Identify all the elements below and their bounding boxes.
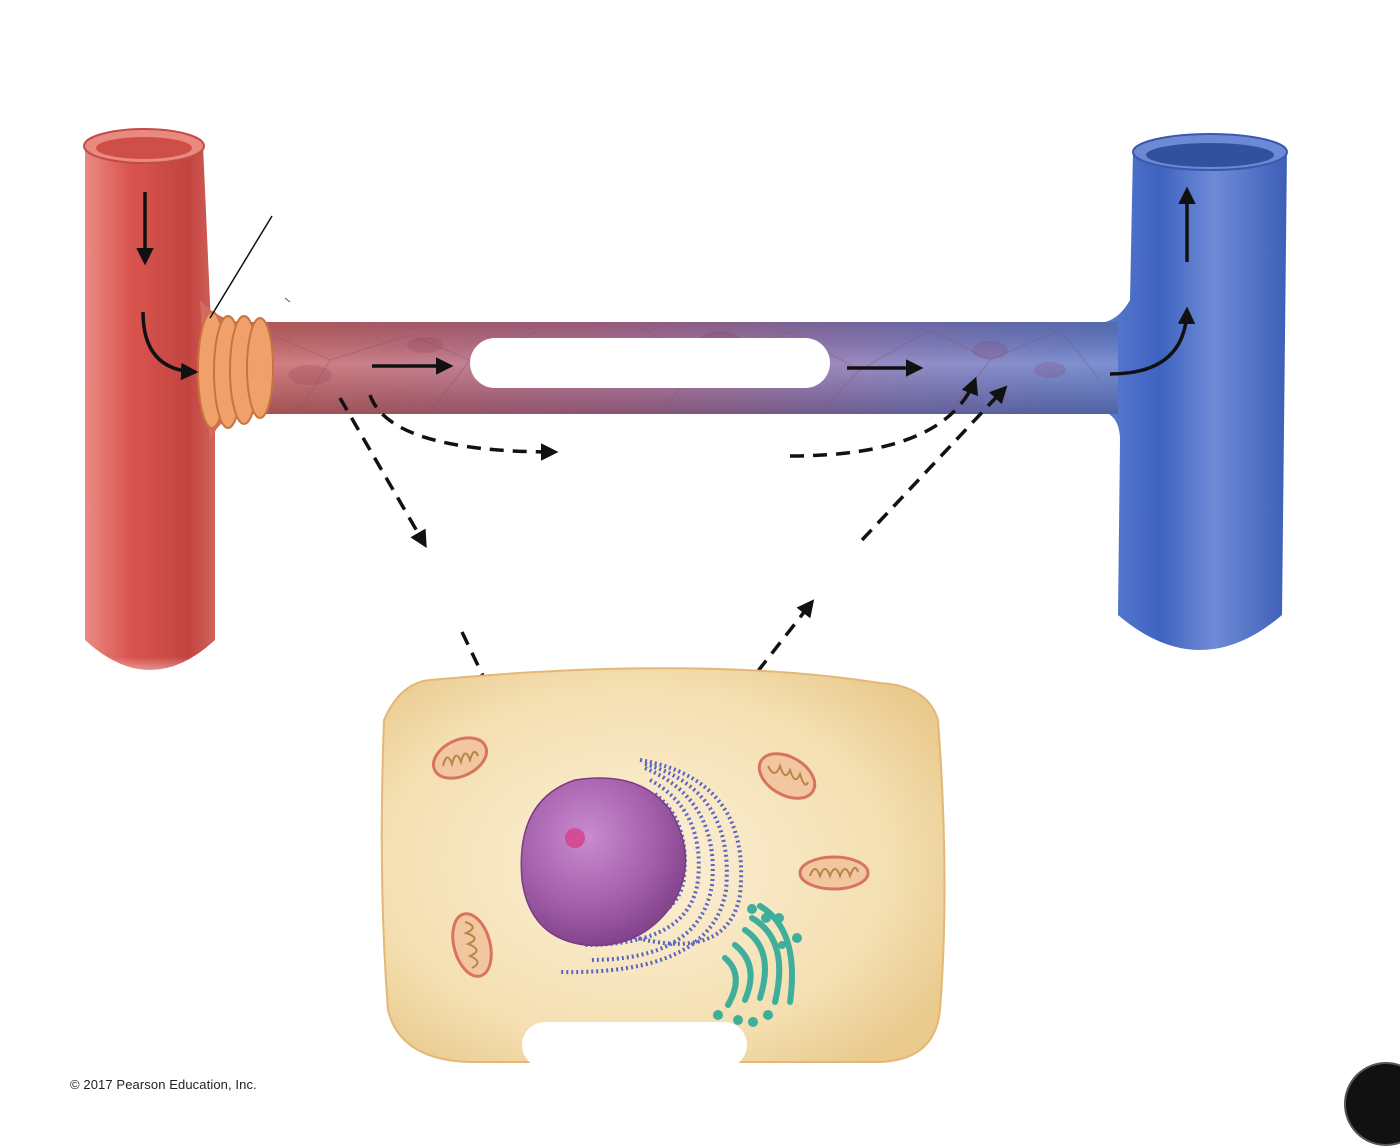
dashed-arrow-along-capillary-right [789,376,978,458]
blood-flow-arrows [136,186,1196,381]
mitochondrion [798,855,870,891]
nucleus [520,777,687,947]
dashed-arrow-capillary-to-space [338,397,427,549]
golgi-vesicles [713,904,802,1027]
dashed-arrow-along-capillary-left [368,394,559,461]
stray-tick [284,297,291,303]
mitochondrion [757,752,817,800]
flow-arrow-into-capillary [141,311,199,381]
copyright-notice: © 2017 Pearson Education, Inc. [70,1077,257,1092]
venule [1100,133,1300,680]
rough-endoplasmic-reticulum [539,758,744,975]
nucleolus [565,828,585,848]
dashed-arrow-space-to-capillary [860,385,1008,542]
mitochondrion [432,736,488,780]
cell-label-mask [522,1022,747,1068]
mitochondrion [451,912,493,978]
golgi-apparatus [722,903,795,1008]
tissue-cell [380,667,946,1063]
capillary-exchange-diagram [70,128,1300,1068]
precapillary-sphincter [197,311,274,429]
capillary-label-mask [470,338,830,388]
sphincter-leader-line [209,215,273,319]
flow-arrow-out-to-venule [1109,306,1196,376]
